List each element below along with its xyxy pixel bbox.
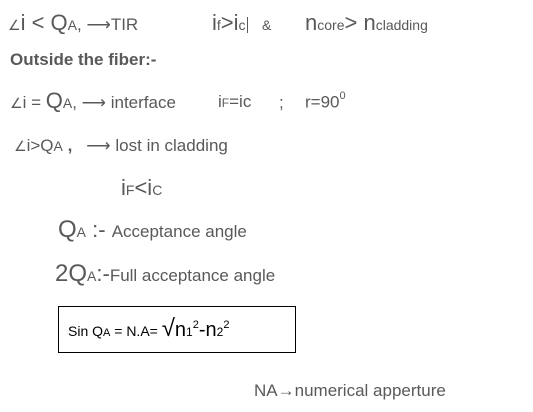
angle-symbol: ∠ — [14, 138, 27, 154]
degree-superscript: 0 — [339, 90, 346, 102]
Q-symbol: Q — [50, 10, 68, 35]
line-lost-cladding: ∠i>QA , ⟶ lost in cladding — [14, 137, 228, 155]
numerical-aperture-text: →numerical apperture — [277, 381, 446, 400]
outside-fiber-heading: Outside the fiber:- — [10, 50, 157, 69]
r-value: r=90 — [305, 92, 340, 112]
greater-than: > — [344, 10, 364, 35]
A-subscript: A — [87, 268, 97, 284]
n2-subscript: 2 — [216, 325, 224, 339]
arrow-interface: , ⟶ interface — [72, 93, 176, 112]
arrow-tir: , ⟶TIR — [77, 15, 139, 34]
i-equals: i = — [22, 93, 46, 112]
sin-label: Sin — [68, 323, 93, 339]
colon-dash: :- — [86, 217, 112, 242]
C-subscript: C — [152, 182, 163, 198]
A-subscript: A — [62, 95, 73, 111]
A-subscript: A — [67, 17, 77, 33]
iF-eq-ic: =ic — [229, 92, 252, 111]
colon-dash: :- — [96, 261, 110, 286]
na-formula: Sin QA = N.A= √n12-n22 — [68, 317, 229, 341]
acceptance-angle-line: QA :- Acceptance angle — [58, 218, 247, 242]
n-core-n: n — [305, 10, 318, 35]
n1-n: n — [174, 319, 187, 341]
incident-angle-i: i — [20, 10, 26, 35]
na-formula-box: Sin QA = N.A= √n12-n22 — [58, 306, 296, 353]
line-tir-condition: ∠i < QA, ⟶TIR — [8, 12, 138, 34]
r-equals-90: r=900 — [305, 90, 346, 112]
sqrt-symbol: √ — [161, 315, 175, 342]
line-interface: ∠i = QA, ⟶ interface — [10, 90, 176, 112]
i-gt-Q: i>Q — [26, 136, 54, 155]
ampersand: & — [262, 17, 272, 33]
iF-equals-ic: iF=ic — [218, 93, 251, 111]
full-acceptance-angle-line: 2QA:-Full acceptance angle — [55, 262, 275, 286]
2Q-symbol: 2Q — [55, 260, 88, 287]
less-than: < — [25, 10, 51, 35]
arrow-lost-in-cladding: ⟶ lost in cladding — [86, 136, 228, 155]
NA-label: NA — [254, 381, 278, 400]
n-cladding-n: n — [363, 10, 376, 35]
iF-i: i — [121, 175, 126, 200]
iF-less-iC: iF<iC — [121, 177, 162, 199]
less-than-i: <i — [134, 175, 153, 200]
core-subscript: core — [317, 17, 345, 33]
A-subscript: A — [53, 138, 63, 154]
if-greater-ic: if>ic — [212, 12, 248, 34]
A-subscript: A — [76, 224, 87, 240]
A-subscript: A — [103, 327, 111, 339]
minus-n2: -n — [198, 319, 217, 341]
Q-symbol: Q — [92, 323, 104, 339]
if-f-subscript: f — [216, 17, 221, 33]
angle-symbol: ∠ — [10, 95, 23, 111]
na-definition: NA→numerical apperture — [254, 382, 446, 399]
squared-1: 2 — [192, 318, 199, 331]
n1-subscript: 1 — [186, 325, 193, 339]
Q-symbol: Q — [58, 216, 77, 243]
semicolon: ; — [279, 93, 284, 112]
cladding-subscript: cladding — [375, 17, 428, 33]
F-subscript: F — [125, 182, 135, 198]
iF-F-subscript: F — [221, 96, 230, 110]
if-i: i — [212, 10, 217, 35]
n-core-gt-n-cladding: ncore> ncladding — [305, 12, 428, 34]
squared-2: 2 — [223, 318, 230, 331]
if-gt-i: >i — [220, 10, 239, 35]
angle-symbol: ∠ — [8, 17, 21, 33]
Q-symbol: Q — [45, 88, 63, 113]
acceptance-angle-label: Acceptance angle — [111, 222, 247, 241]
equals-NA: = N.A= — [110, 323, 162, 339]
comma: , — [62, 136, 73, 155]
iF-i: i — [218, 92, 222, 111]
if-c-subscript: c — [238, 17, 248, 33]
full-acceptance-angle-label: Full acceptance angle — [109, 266, 276, 285]
